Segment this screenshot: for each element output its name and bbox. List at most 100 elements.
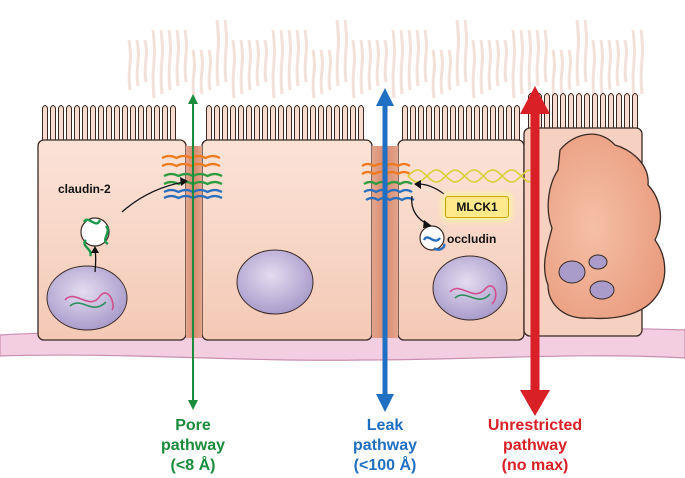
- bg-microvillus: [567, 49, 572, 91]
- trafficking-arrows: [91, 177, 445, 273]
- microvillus: [66, 105, 72, 140]
- bg-microvillus: [511, 29, 516, 99]
- microvillus: [162, 105, 168, 140]
- bg-microvillus: [231, 39, 236, 99]
- microvillus: [106, 105, 112, 140]
- microvillus: [350, 105, 356, 140]
- tight-junction-strand: [365, 196, 415, 202]
- bg-microvillus: [463, 19, 468, 83]
- bg-microvillus: [631, 29, 636, 99]
- bg-microvillus: [615, 39, 620, 87]
- leak-pathway-limit: (<100 Å): [353, 457, 417, 474]
- tight-junction-strand: [363, 180, 413, 186]
- claudin-2-vesicle: [80, 217, 110, 257]
- bg-microvillus: [159, 29, 164, 95]
- bg-microvillus: [287, 29, 292, 91]
- microvillus: [584, 93, 590, 128]
- microvillus: [632, 93, 638, 128]
- microvillus: [326, 105, 332, 140]
- microvillus: [506, 105, 512, 140]
- nucleus-1: [46, 265, 128, 331]
- microvillus: [474, 105, 480, 140]
- microvillus: [42, 105, 48, 140]
- bg-microvillus: [407, 29, 412, 91]
- leak-pathway-name: Leak: [366, 417, 404, 434]
- bg-microvillus: [327, 49, 332, 91]
- microvillus: [442, 105, 448, 140]
- bg-microvillus: [207, 49, 212, 91]
- microvillus: [74, 105, 80, 140]
- microvillus: [466, 105, 472, 140]
- actin-strand: [407, 169, 531, 183]
- microvillus: [122, 105, 128, 140]
- leak-pathway-label: Leak pathway (<100 Å): [335, 416, 435, 476]
- microvillus: [552, 93, 558, 128]
- bg-microvillus: [487, 39, 492, 91]
- microvillus: [286, 105, 292, 140]
- microvillus: [318, 105, 324, 140]
- claudin-2-label: claudin-2: [58, 182, 111, 196]
- tight-junction-strand: [161, 162, 221, 168]
- bg-microvillus: [191, 49, 196, 99]
- bg-microvillus: [151, 29, 156, 99]
- microvillus: [342, 105, 348, 140]
- microvillus: [50, 105, 56, 140]
- tight-junction-strand: [363, 188, 413, 194]
- microvillus: [154, 105, 160, 140]
- microvillus: [514, 105, 520, 140]
- microvillus: [302, 105, 308, 140]
- bg-microvillus: [479, 39, 484, 95]
- actin-filament: [407, 169, 531, 183]
- nucleus-2: [236, 249, 314, 315]
- microvillus: [278, 105, 284, 140]
- microvillus: [82, 105, 88, 140]
- apoptotic-fragment-3: [589, 280, 615, 300]
- leak-pathway-word: pathway: [352, 437, 417, 454]
- bg-microvillus: [423, 29, 428, 83]
- bg-microvillus: [623, 39, 628, 83]
- bg-microvillus: [247, 39, 252, 91]
- bg-microvillus: [375, 39, 380, 87]
- bg-microvillus: [319, 49, 324, 95]
- bg-microvillus: [495, 39, 500, 87]
- microvillus: [294, 105, 300, 140]
- bg-microvillus: [535, 29, 540, 87]
- bg-microvillus: [599, 39, 604, 95]
- bg-microvillus: [607, 39, 612, 91]
- microvillus: [270, 105, 276, 140]
- microvillus: [222, 105, 228, 140]
- bg-microvillus: [519, 29, 524, 95]
- unrestricted-pathway-name: Unrestricted: [487, 417, 583, 434]
- microvillus: [426, 105, 432, 140]
- bg-microvillus: [447, 49, 452, 91]
- microvillus: [434, 105, 440, 140]
- bg-microvillus: [135, 39, 140, 87]
- microvillus: [624, 93, 630, 128]
- bg-microvillus: [167, 29, 172, 91]
- bg-microvillus: [343, 19, 348, 83]
- microvillus: [498, 105, 504, 140]
- microvillus: [568, 93, 574, 128]
- microvillus: [600, 93, 606, 128]
- pore-pathway-arrow: [188, 94, 198, 410]
- bg-microvillus: [239, 39, 244, 95]
- bg-microvillus: [383, 39, 388, 83]
- bg-microvillus: [263, 39, 268, 83]
- microvillus: [418, 105, 424, 140]
- unrestricted-pathway-arrow: [520, 86, 550, 416]
- foreground-microvilli: [42, 93, 638, 140]
- microvillus: [458, 105, 464, 140]
- occludin-label: occludin: [447, 232, 497, 246]
- apoptotic-fragment-1: [558, 260, 586, 284]
- unrestricted-pathway-label: Unrestricted pathway (no max): [475, 416, 595, 476]
- actin-strand: [407, 169, 531, 183]
- bg-microvillus: [199, 49, 204, 95]
- microvillus: [58, 105, 64, 140]
- bg-microvillus: [255, 39, 260, 87]
- apoptotic-fragment-2: [588, 254, 608, 270]
- microvillus: [262, 105, 268, 140]
- bg-microvillus: [399, 29, 404, 95]
- bg-microvillus: [439, 49, 444, 95]
- unrestricted-pathway-limit: (no max): [501, 457, 569, 474]
- bg-microvillus: [279, 29, 284, 95]
